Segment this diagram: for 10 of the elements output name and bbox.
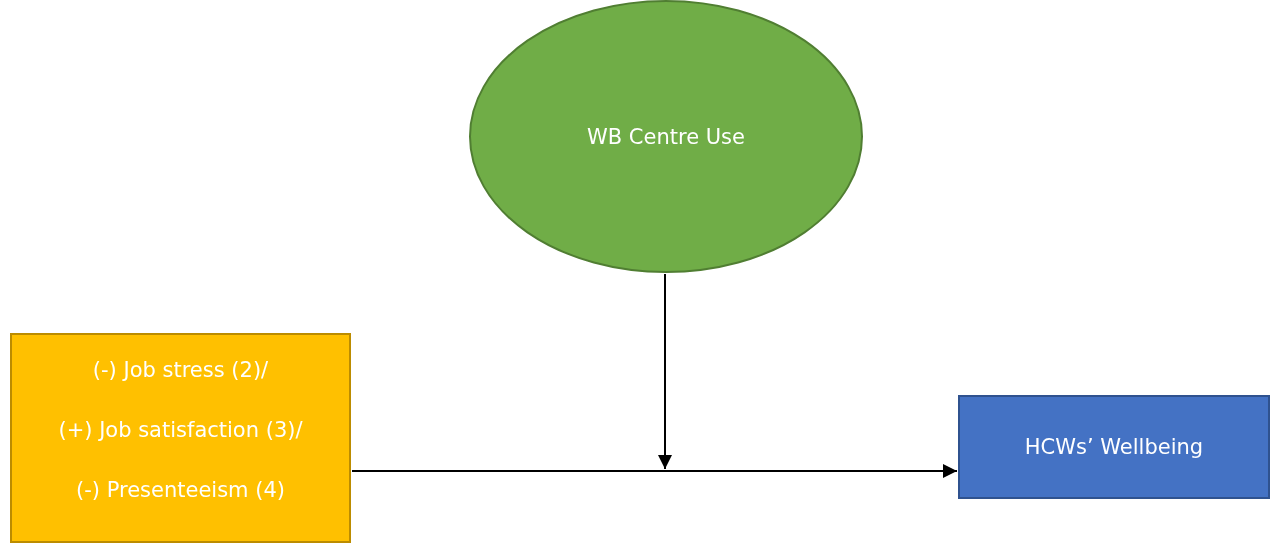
arrow: [351, 464, 958, 478]
ellipse-node: [469, 0, 863, 273]
node-text: (+) Job satisfaction (3)/: [58, 417, 303, 443]
node-text: WB Centre Use: [587, 123, 745, 150]
node-text: (-) Presenteeism (4): [76, 477, 285, 503]
process-box: [958, 395, 1270, 499]
node-text: (-) Job stress (2)/: [92, 357, 269, 383]
process-box: [10, 333, 351, 543]
node-text: HCWs’ Wellbeing: [1024, 434, 1204, 460]
arrow: [658, 273, 672, 470]
